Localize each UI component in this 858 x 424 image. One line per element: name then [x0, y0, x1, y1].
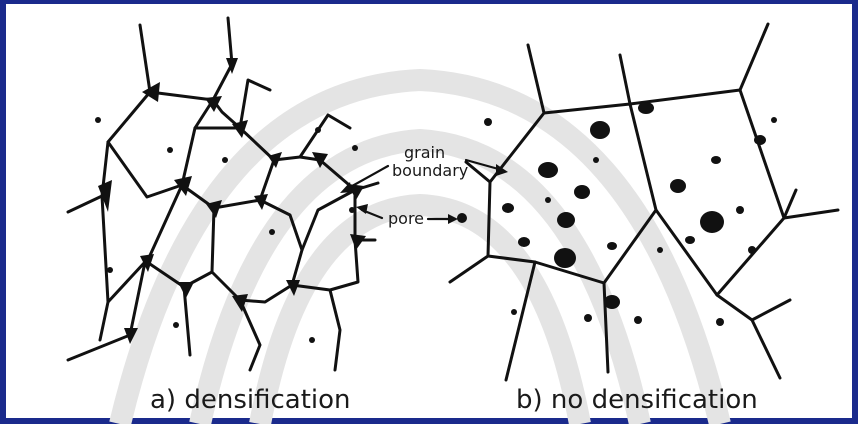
label-pore: pore [388, 209, 424, 228]
panel-b-no-densification [450, 24, 838, 380]
label-grain: grain [404, 143, 445, 162]
caption-a: a) densification [150, 385, 351, 415]
watermark [120, 80, 720, 424]
panel-b-grain-boundaries [450, 24, 838, 380]
label-boundary: boundary [392, 161, 468, 180]
caption-b: b) no densification [516, 385, 758, 415]
